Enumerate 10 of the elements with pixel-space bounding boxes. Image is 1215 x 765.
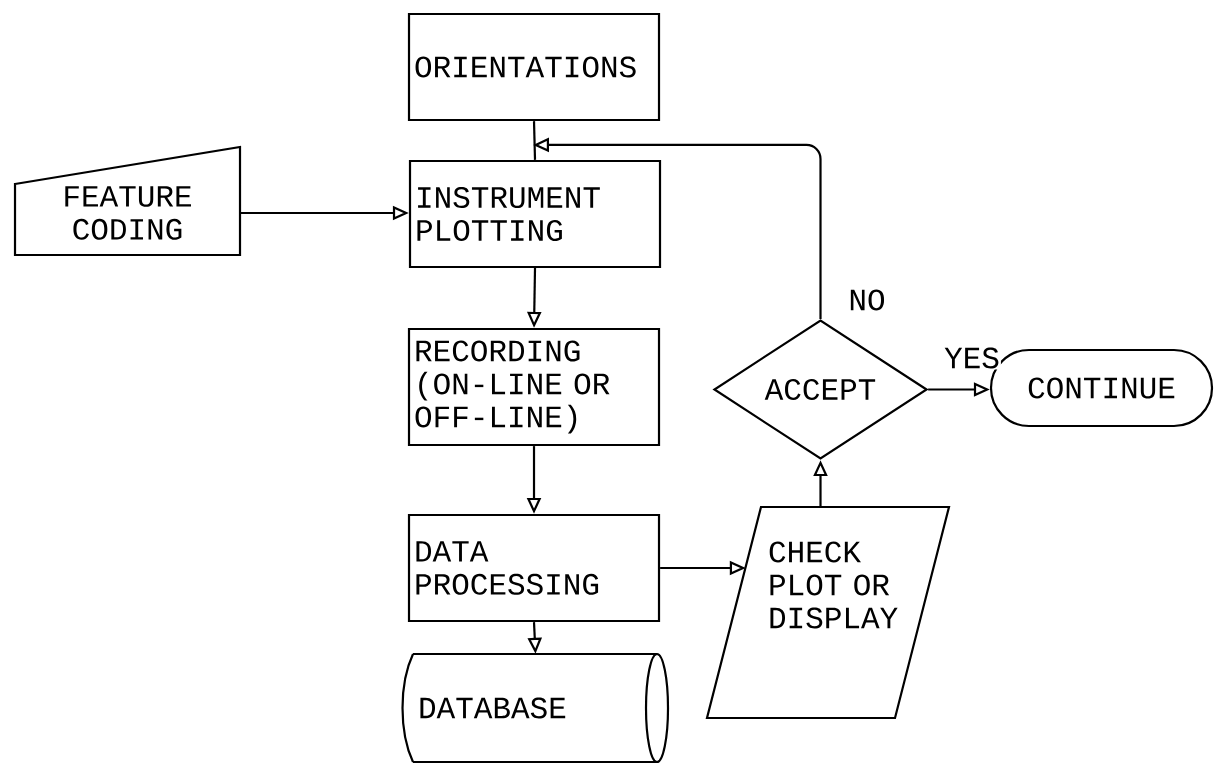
manual-input-box: FEATURE CODING (13, 145, 242, 257)
process-box: RECORDING (ON-LINE OR OFF-LINE) (407, 327, 661, 447)
parallelogram-box: CHECK PLOT OR DISPLAY (705, 505, 951, 720)
process-box: DATA PROCESSING (407, 513, 661, 623)
database-cylinder: DATABASE (401, 652, 670, 764)
edge-label: NO (847, 288, 887, 312)
edge-label: YES (943, 346, 1001, 370)
connector-line (532, 121, 537, 160)
process-box: ORIENTATIONS (407, 12, 661, 122)
process-box: INSTRUMENT PLOTTING (408, 159, 662, 269)
